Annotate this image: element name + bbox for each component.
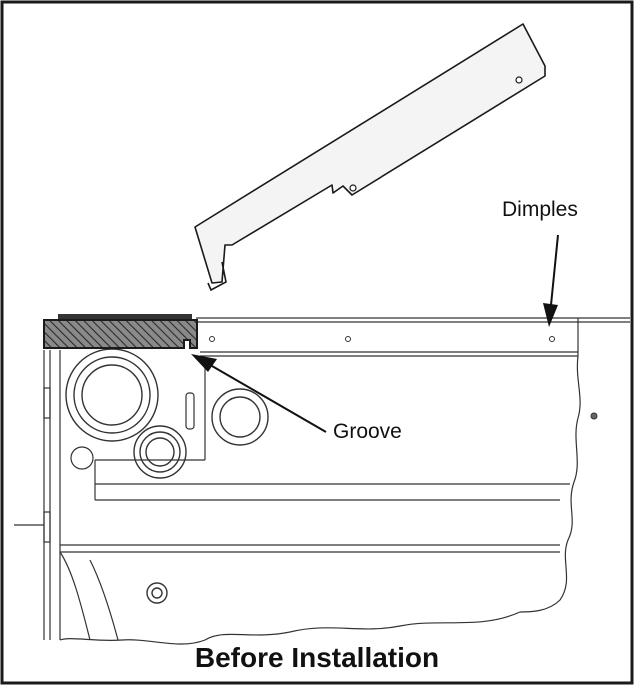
- groove-label: Groove: [333, 420, 402, 443]
- dimples-label: Dimples: [502, 198, 578, 221]
- dimples: [209, 336, 555, 342]
- groove-section: [43, 314, 198, 349]
- center-port: [211, 388, 269, 446]
- right-screw: [590, 412, 598, 420]
- bottom-bolt: [146, 582, 168, 604]
- bracket-hole-top: [515, 76, 523, 84]
- medium-port: [133, 425, 187, 479]
- caption-title: Before Installation: [195, 642, 439, 673]
- dimples-arrow: [543, 234, 559, 327]
- small-hole: [70, 446, 94, 470]
- groove-arrow: [191, 354, 327, 433]
- bracket-hole-bottom: [349, 184, 357, 192]
- angled-bracket: [194, 23, 546, 292]
- housing-body: [14, 317, 630, 645]
